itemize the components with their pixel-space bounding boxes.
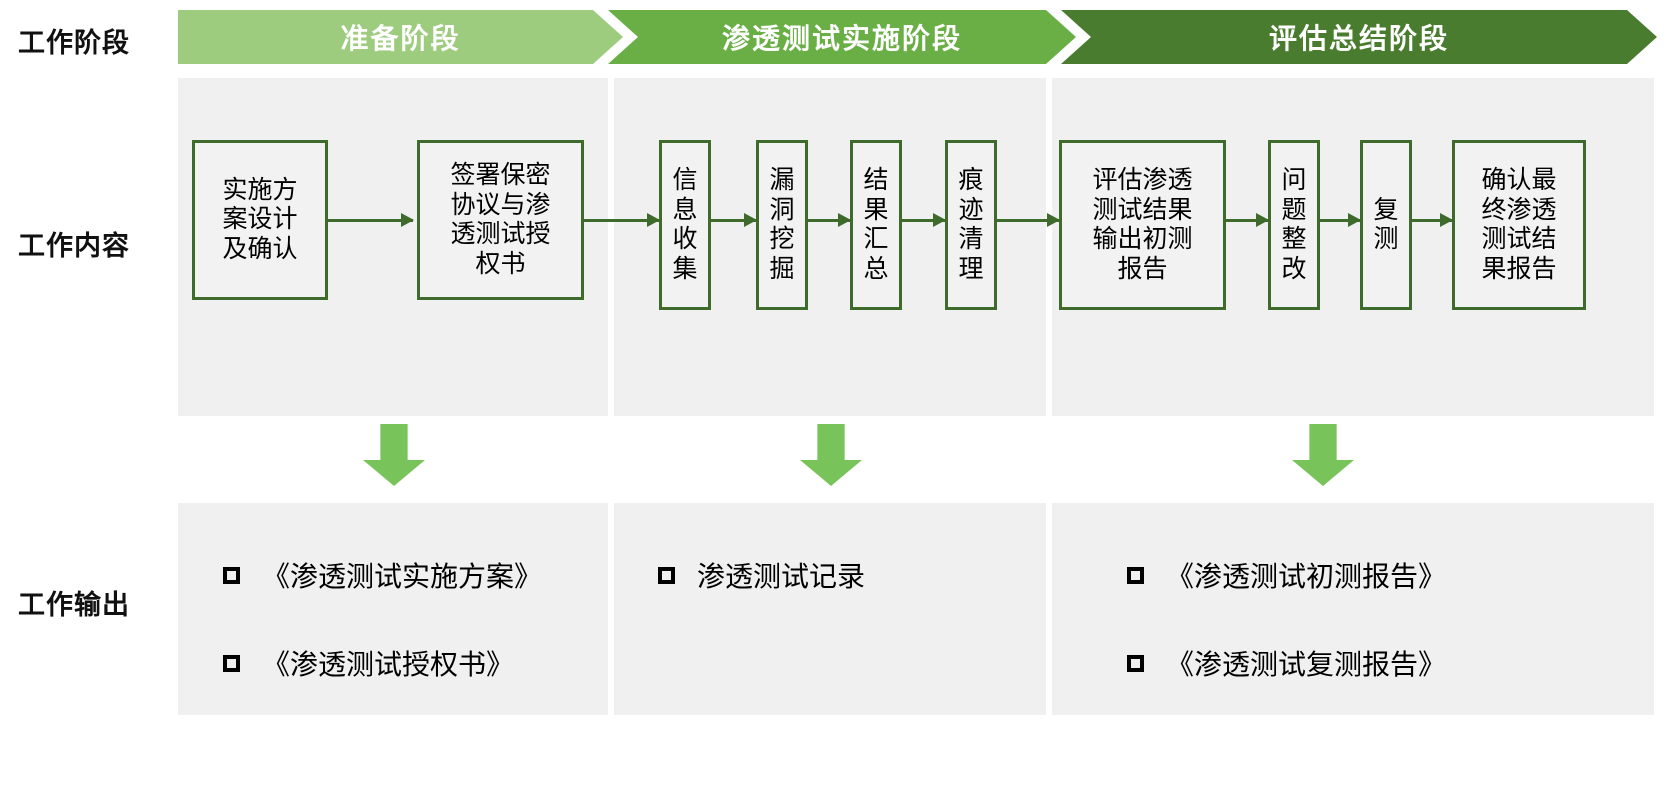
output-panel-stage-3 [1052,503,1654,715]
connector-arrow [808,213,851,227]
process-box-result-summary[interactable]: 结 果 汇 总 [850,140,902,310]
process-box-line: 确认最 [1481,166,1557,194]
output-list-item[interactable]: 《渗透测试实施方案》 [223,555,542,595]
connector-arrow [711,213,757,227]
stage-banner-2[interactable]: 渗透测试实施阶段 [608,10,1076,64]
process-box-line: 协议与渗 [450,190,551,219]
stage-banner-2-title: 渗透测试实施阶段 [721,23,962,54]
process-box-line: 清 [958,225,984,253]
checkbox-icon [1127,654,1144,672]
process-box-line: 输出初测 [1092,225,1193,253]
process-box-line: 果 [863,195,889,224]
output-item-label: 《渗透测试授权书》 [262,649,515,680]
process-box-retest[interactable]: 复 测 [1360,140,1412,310]
stage-banner-3-title: 评估总结阶段 [1268,23,1449,54]
process-box-line: 签署保密 [450,161,551,189]
process-box-line: 结 [863,166,889,194]
process-box-line: 问 [1281,166,1307,194]
connector-arrow [584,213,660,227]
row-label-content: 工作内容 [18,231,130,261]
process-box-line: 集 [672,254,698,283]
process-box-line: 题 [1281,195,1307,224]
process-box-information-gathering[interactable]: 信 息 收 集 [659,140,711,310]
process-box-line: 改 [1281,254,1307,283]
output-list-item[interactable]: 《渗透测试复测报告》 [1127,643,1446,683]
output-panel-stage-2 [614,503,1046,715]
checkbox-icon [223,654,240,672]
process-box-line: 实施方 [222,175,298,204]
down-arrow-icon-stage-1 [363,424,425,486]
connector-arrow [1320,213,1361,227]
process-box-line: 果报告 [1481,254,1557,283]
checkbox-icon [223,566,240,584]
process-box-line: 挖 [769,225,795,253]
output-list-item[interactable]: 渗透测试记录 [658,555,865,595]
process-box-confirm-final-report[interactable]: 确认最 终渗透 测试结 果报告 [1452,140,1586,310]
process-box-vulnerability-discovery[interactable]: 漏 洞 挖 掘 [756,140,808,310]
process-box-line: 权书 [475,249,526,278]
row-label-output: 工作输出 [18,590,130,620]
process-box-line: 收 [672,225,698,253]
output-item-label: 渗透测试记录 [697,561,866,592]
process-box-line: 信 [672,166,698,194]
process-box-line: 报告 [1117,254,1168,283]
connector-arrow [1412,213,1453,227]
output-list-item[interactable]: 《渗透测试初测报告》 [1127,555,1446,595]
process-box-line: 透测试授 [450,220,551,248]
checkbox-icon [1127,566,1144,584]
stage-banner-3[interactable]: 评估总结阶段 [1061,10,1657,64]
process-box-issue-remediation[interactable]: 问 题 整 改 [1268,140,1320,310]
process-box-sign-nda-authorization[interactable]: 签署保密 协议与渗 透测试授 权书 [417,140,584,300]
process-box-line: 汇 [863,225,889,253]
output-panel-stage-1 [178,503,608,715]
process-box-trace-cleanup[interactable]: 痕 迹 清 理 [945,140,997,310]
output-item-label: 《渗透测试复测报告》 [1166,649,1447,680]
connector-arrow [997,213,1060,227]
process-box-line: 掘 [769,254,795,283]
process-box-line: 漏 [769,166,795,194]
checkbox-icon [658,566,675,584]
process-box-line: 理 [958,254,984,283]
process-box-evaluate-output-initial-report[interactable]: 评估渗透 测试结果 输出初测 报告 [1059,140,1226,310]
process-box-line: 整 [1281,225,1307,253]
row-label-stage: 工作阶段 [18,28,130,58]
process-box-line: 痕 [958,166,984,194]
process-box-line: 终渗透 [1481,195,1557,224]
output-item-label: 《渗透测试初测报告》 [1166,561,1447,592]
stage-banner-1[interactable]: 准备阶段 [178,10,623,64]
process-box-line: 评估渗透 [1092,166,1193,194]
down-arrow-icon-stage-2 [800,424,862,486]
process-box-line: 案设计 [222,205,298,234]
connector-arrow [328,213,414,227]
process-box-line: 洞 [769,195,795,224]
output-list-item[interactable]: 《渗透测试授权书》 [223,643,514,683]
process-box-line: 测试结果 [1092,195,1193,224]
process-box-line: 及确认 [222,234,298,263]
connector-arrow [1226,213,1269,227]
process-box-line: 测 [1373,225,1399,253]
process-box-line: 迹 [958,195,984,224]
process-box-implementation-plan[interactable]: 实施方 案设计 及确认 [192,140,328,300]
process-box-line: 息 [672,195,698,224]
output-item-label: 《渗透测试实施方案》 [262,561,543,592]
process-box-line: 总 [863,254,889,283]
process-box-line: 复 [1373,195,1399,224]
stage-banner-1-title: 准备阶段 [340,23,461,54]
process-box-line: 测试结 [1481,225,1557,253]
connector-arrow [902,213,946,227]
down-arrow-icon-stage-3 [1292,424,1354,486]
